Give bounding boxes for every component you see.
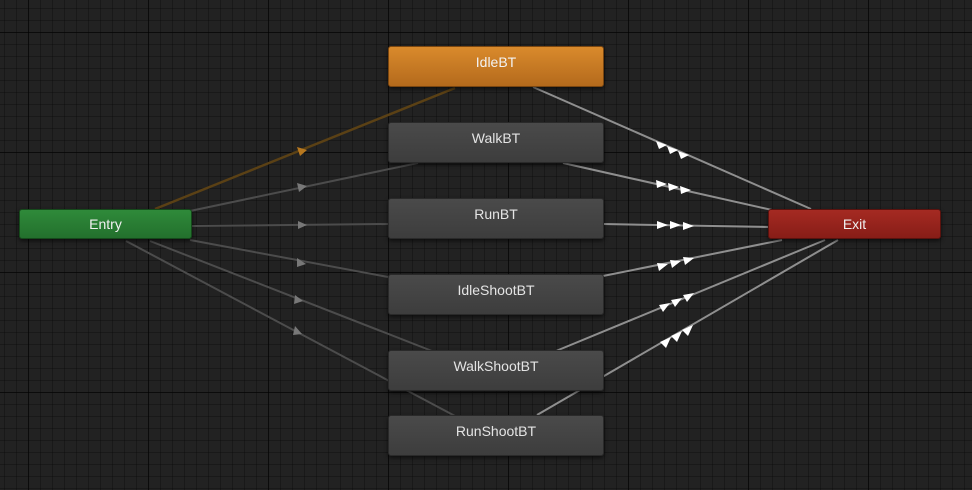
transition-entry-idlebt[interactable]	[154, 86, 456, 211]
transition-arrow-icon	[293, 326, 302, 335]
transition-arrow-icon	[671, 298, 682, 307]
transition-arrow-icon	[678, 151, 689, 159]
transition-arrow-icon	[294, 295, 303, 304]
transition-arrow-icon	[657, 263, 668, 271]
state-node-walkbt[interactable]: WalkBT	[388, 122, 604, 163]
transition-arrow-icon	[297, 147, 307, 156]
state-node-label: IdleBT	[475, 54, 517, 70]
transition-arrow-icon	[670, 221, 681, 229]
state-node-label: WalkBT	[471, 130, 521, 146]
transition-arrow-icon	[671, 331, 682, 342]
exit-node-label: Exit	[842, 216, 867, 232]
transition-arrow-icon	[683, 293, 694, 302]
transition-arrow-icon	[683, 257, 694, 265]
transition-arrow-icon	[670, 260, 681, 268]
transition-arrow-icon	[667, 146, 678, 154]
state-node-label: IdleShootBT	[457, 282, 535, 298]
state-node-label: RunBT	[474, 206, 518, 222]
transition-arrow-icon	[656, 180, 667, 188]
state-node-idlebt[interactable]: IdleBT	[388, 46, 604, 87]
transition-walkbt-exit[interactable]	[562, 162, 773, 211]
transition-arrow-icon	[659, 303, 670, 312]
transition-arrow-icon	[297, 258, 306, 267]
state-node-walkshootbt[interactable]: WalkShootBT	[388, 350, 604, 391]
entry-node-label: Entry	[89, 216, 122, 232]
transition-entry-idleshootbt[interactable]	[189, 239, 389, 278]
state-node-label: RunShootBT	[455, 423, 537, 439]
transition-arrow-icon	[680, 186, 691, 194]
exit-transitions	[532, 86, 839, 416]
transition-arrow-icon	[298, 221, 307, 229]
transition-entry-walkshootbt[interactable]	[149, 240, 433, 352]
transition-arrow-icon	[297, 183, 307, 192]
exit-node[interactable]: Exit	[768, 209, 941, 239]
transition-arrow-icon	[656, 141, 667, 149]
transition-arrow-icon	[682, 325, 693, 336]
state-node-idleshootbt[interactable]: IdleShootBT	[388, 274, 604, 315]
entry-node[interactable]: Entry	[19, 209, 192, 239]
state-node-runbt[interactable]: RunBT	[388, 198, 604, 239]
state-node-label: WalkShootBT	[453, 358, 539, 374]
transition-arrow-icon	[657, 221, 668, 229]
transition-arrow-icon	[683, 222, 694, 230]
transition-entry-runbt[interactable]	[190, 223, 389, 227]
transition-arrow-icon	[668, 183, 679, 191]
transition-arrow-icon	[660, 337, 671, 348]
state-node-runshootbt[interactable]: RunShootBT	[388, 415, 604, 456]
